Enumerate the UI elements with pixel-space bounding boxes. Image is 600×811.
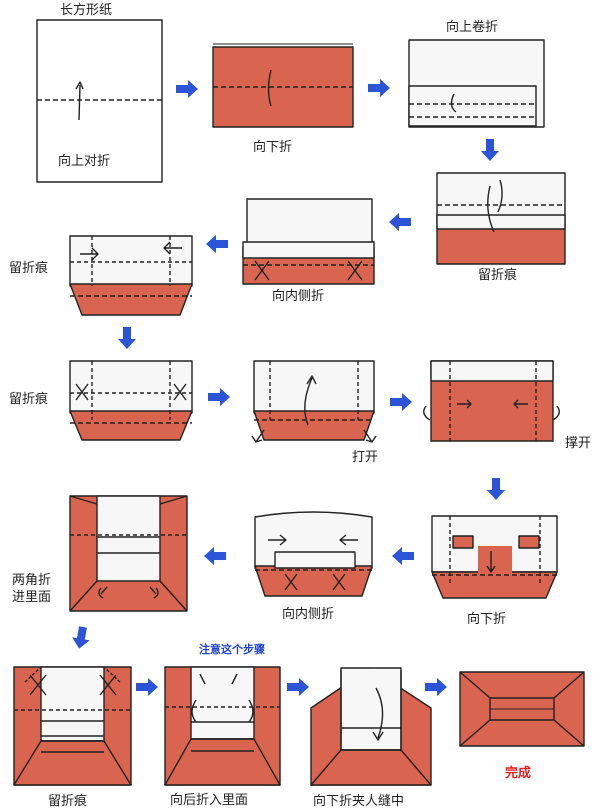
step-6-caption: 留折痕: [9, 261, 49, 276]
step-14-fold-back: [164, 666, 281, 786]
step-13-crease: [13, 666, 132, 786]
arrow-12-13: [70, 625, 92, 651]
step-14-caption: 向后折入里面: [170, 793, 249, 808]
step-8-caption: 打开: [352, 450, 379, 465]
arrow-1-2: [176, 80, 198, 98]
step-13-caption: 留折痕: [48, 794, 88, 809]
finished-label: 完成: [505, 766, 532, 781]
step-2-caption: 向下折: [253, 140, 293, 155]
step-5-inward: [242, 198, 375, 285]
arrow-11-12: [204, 547, 226, 565]
arrow-7-8: [208, 388, 230, 406]
step-3-caption: 向上卷折: [446, 20, 499, 35]
step-7-crease: [69, 360, 193, 441]
step-2-folded: [212, 43, 354, 128]
step-12-caption-line2: 进里面: [12, 590, 52, 605]
finished-box: [459, 671, 585, 747]
step-6-crease: [69, 235, 193, 316]
arrow-15-done: [425, 678, 447, 696]
arrow-2-3: [368, 79, 390, 97]
step-4-caption: 留折痕: [478, 268, 518, 283]
step-15-caption: 向下折夹人缝中: [313, 794, 405, 809]
step-4-crease: [436, 172, 566, 265]
step-8-open: [251, 360, 377, 443]
arrow-14-15: [287, 678, 309, 696]
step-5-caption: 向内侧折: [272, 289, 325, 304]
step-1-paper: [36, 19, 163, 183]
arrow-9-10: [487, 478, 505, 500]
step-11-inward: [254, 511, 373, 597]
attention-note: 注意这个步骤: [199, 643, 265, 656]
step-15-tuck: [310, 667, 432, 786]
step-12-corners: [69, 495, 188, 612]
step-1-caption: 向上对折: [58, 154, 111, 169]
step-7-caption: 留折痕: [9, 392, 49, 407]
step-10-caption: 向下折: [467, 612, 507, 627]
arrow-13-14: [136, 678, 158, 696]
step-1-title: 长方形纸: [60, 3, 113, 18]
step-12-caption-line1: 两角折: [12, 573, 52, 588]
arrow-10-11: [392, 547, 414, 565]
step-10-fold-down: [431, 515, 558, 599]
arrow-3-4: [481, 139, 499, 161]
arrow-5-6: [206, 235, 228, 253]
arrow-6-7: [118, 327, 136, 349]
step-11-caption: 向内侧折: [282, 607, 335, 622]
arrow-8-9: [390, 393, 412, 411]
step-9-caption: 撑开: [565, 436, 592, 451]
step-9-spread: [423, 360, 560, 442]
arrow-4-5: [389, 213, 411, 231]
step-3-roll-up: [408, 39, 545, 128]
